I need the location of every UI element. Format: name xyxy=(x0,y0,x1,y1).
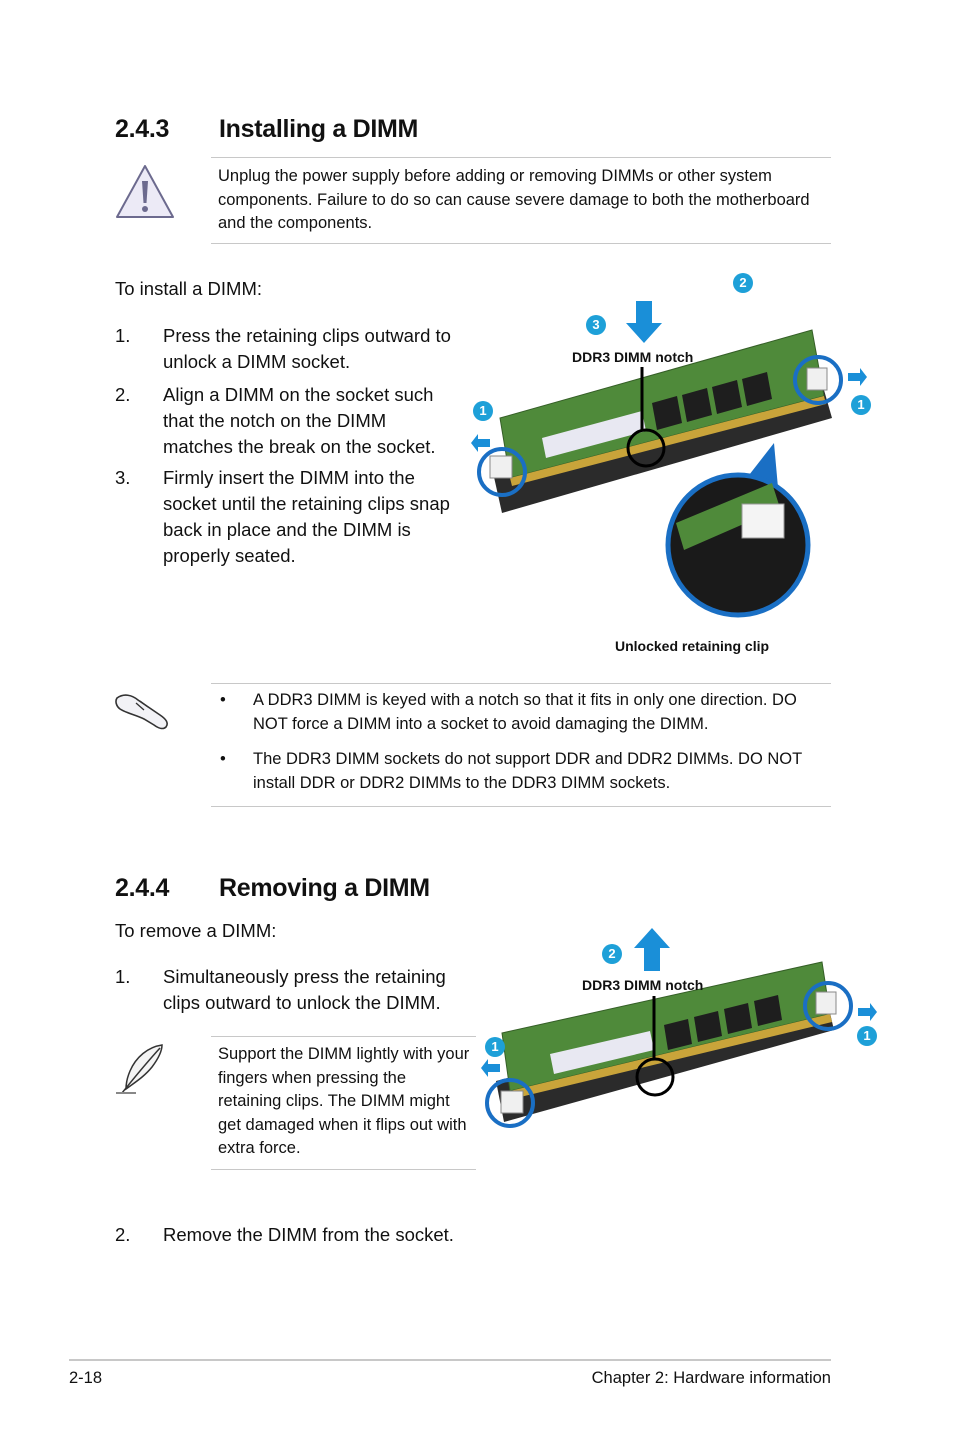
remove-intro: To remove a DIMM: xyxy=(115,920,277,941)
section-title: Installing a DIMM xyxy=(219,115,419,143)
page-number: 2-18 xyxy=(69,1369,103,1387)
step-text: Align a DIMM on the socket such that the… xyxy=(163,384,436,457)
step-text: Firmly insert the DIMM into the socket u… xyxy=(163,467,450,566)
notch-label: DDR3 DIMM notch xyxy=(582,977,704,993)
dimm-illustration xyxy=(481,928,877,1128)
step-number: 2. xyxy=(115,384,131,405)
chapter-title: Chapter 2: Hardware information xyxy=(591,1369,831,1387)
remove-tip: Support the DIMM lightly with your finge… xyxy=(211,1036,476,1170)
section-title: Removing a DIMM xyxy=(219,874,430,902)
step-badge: 1 xyxy=(851,395,871,415)
bullet: • xyxy=(220,691,226,709)
dimm-illustration xyxy=(471,301,867,618)
step-text: Remove the DIMM from the socket. xyxy=(163,1224,454,1245)
bullet: • xyxy=(220,750,226,768)
install-dimm-figure: 2 3 1 1 DDR3 DIMM notch Unlocked retaini… xyxy=(462,268,882,663)
hand-note-icon xyxy=(115,694,168,730)
step-badge: 2 xyxy=(733,273,753,293)
warning-note: Unplug the power supply before adding or… xyxy=(211,157,831,244)
step-number: 1. xyxy=(115,325,131,346)
remove-step: 2. Remove the DIMM from the socket. xyxy=(115,1222,515,1250)
step-badge: 1 xyxy=(857,1026,877,1046)
step-badge: 3 xyxy=(586,315,606,335)
footer-divider xyxy=(69,1359,831,1361)
step-text: Simultaneously press the retaining clips… xyxy=(163,966,446,1013)
note-text: The DDR3 DIMM sockets do not support DDR… xyxy=(253,750,802,792)
warning-icon xyxy=(116,165,174,218)
dimm-notes: • A DDR3 DIMM is keyed with a notch so t… xyxy=(211,683,831,807)
step-text: Press the retaining clips outward to unl… xyxy=(163,325,451,372)
section-heading: 2.4.3 Installing a DIMM xyxy=(115,115,835,147)
install-steps: 1. Press the retaining clips outward to … xyxy=(115,323,460,573)
step-number: 1. xyxy=(115,966,131,987)
notch-label: DDR3 DIMM notch xyxy=(572,349,694,365)
remove-dimm-figure: 2 1 1 DDR3 DIMM notch xyxy=(478,926,888,1136)
feather-tip-icon xyxy=(116,1044,163,1094)
section-number: 2.4.3 xyxy=(115,115,170,143)
clip-label: Unlocked retaining clip xyxy=(615,638,770,654)
warning-text: Unplug the power supply before adding or… xyxy=(218,167,810,232)
step-badge: 1 xyxy=(473,401,493,421)
remove-step: 1. Simultaneously press the retaining cl… xyxy=(115,964,475,1019)
section-heading: 2.4.4 Removing a DIMM xyxy=(115,874,835,906)
note-text: A DDR3 DIMM is keyed with a notch so tha… xyxy=(253,691,797,733)
section-number: 2.4.4 xyxy=(115,874,170,902)
step-badge: 2 xyxy=(602,944,622,964)
step-badge: 1 xyxy=(485,1037,505,1057)
step-number: 2. xyxy=(115,1224,131,1245)
step-number: 3. xyxy=(115,467,131,488)
install-intro: To install a DIMM: xyxy=(115,278,263,299)
tip-text: Support the DIMM lightly with your finge… xyxy=(218,1045,470,1157)
